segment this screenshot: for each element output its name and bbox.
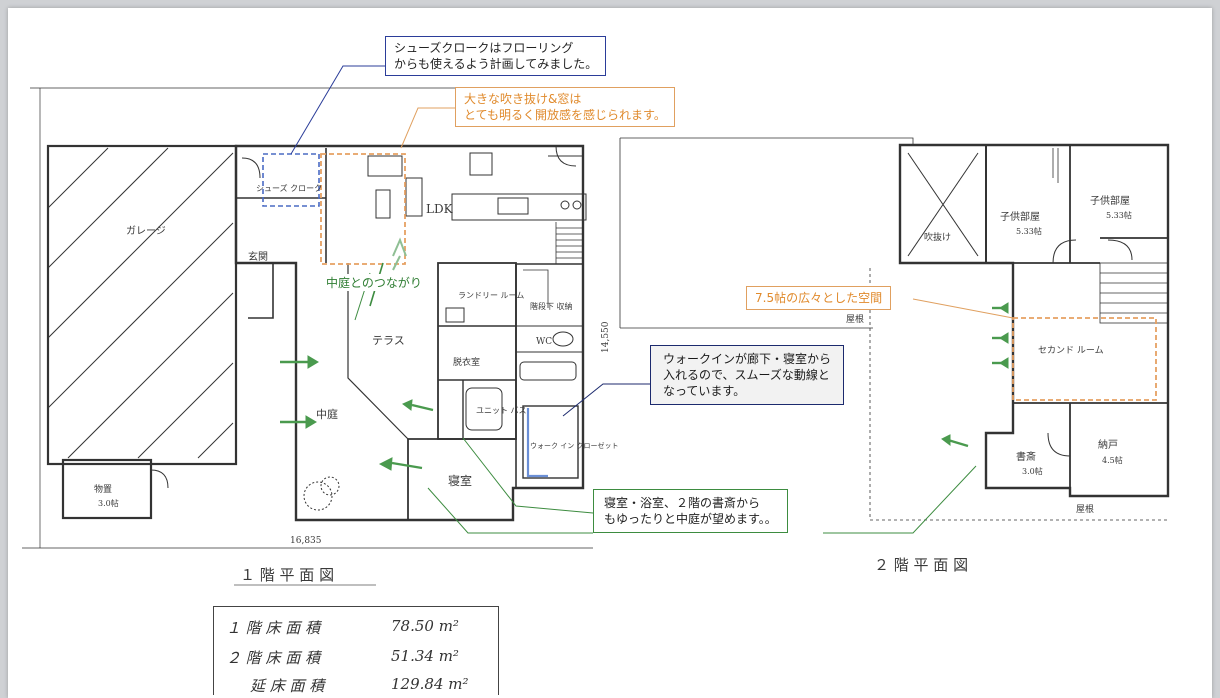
area-label-1f: １ 階 床 面 積 bbox=[226, 619, 321, 637]
floor-plan-drawing: ガレージ シューズ クローク 玄関 LDK ランドリー ルーム 階段下 収納 W… bbox=[22, 65, 1170, 586]
callout-shoes-line1: シューズクロークはフローリング bbox=[394, 41, 574, 55]
area-label-2f: ２ 階 床 面 積 bbox=[226, 649, 321, 667]
kids-room2-label: 子供部屋 bbox=[1090, 194, 1130, 207]
callout-space-text: 7.5帖の広々とした空間 bbox=[755, 291, 883, 305]
area-value-total: 129.84 m² bbox=[391, 675, 469, 693]
callout-atrium-line2: とても明るく開放感を感じられます。 bbox=[464, 108, 666, 122]
callout-view-line2: もゆったりと中庭が望めます。。 bbox=[604, 512, 777, 526]
storage-size-label: 3.0帖 bbox=[98, 498, 119, 508]
drawing-sheet: ガレージ シューズ クローク 玄関 LDK ランドリー ルーム 階段下 収納 W… bbox=[8, 8, 1212, 698]
kids-room1-label: 子供部屋 bbox=[1000, 210, 1040, 223]
floor-area-table: １ 階 床 面 積 78.50 m² ２ 階 床 面 積 51.34 m² 延 … bbox=[213, 606, 499, 695]
courtyard-label: 中庭 bbox=[316, 407, 338, 421]
bedroom-label: 寝室 bbox=[448, 473, 472, 488]
floor2-title: ２ 階 平 面 図 bbox=[874, 556, 968, 574]
terrace-label: テラス bbox=[372, 334, 405, 347]
kids-room2-size: 5.33帖 bbox=[1106, 210, 1132, 220]
callout-walkin: ウォークインが廊下・寝室から 入れるので、スムーズな動線と なっています。 bbox=[650, 345, 845, 405]
garage bbox=[46, 144, 238, 466]
callout-walkin-line3: なっています。 bbox=[663, 384, 746, 398]
floor1-title: １ 階 平 面 図 bbox=[240, 566, 334, 584]
courtyard-link-label: 中庭とのつながり bbox=[324, 274, 424, 291]
roof-label-2: 屋根 bbox=[1076, 503, 1094, 515]
area-label-total: 延 床 面 積 bbox=[250, 677, 325, 695]
kids-room1-size: 5.33帖 bbox=[1016, 226, 1042, 236]
garage-label: ガレージ bbox=[126, 225, 166, 237]
area-row-2f: ２ 階 床 面 積 51.34 m² bbox=[226, 647, 459, 668]
closet-label: 納戸 bbox=[1098, 438, 1118, 451]
closet-size: 4.5帖 bbox=[1102, 455, 1123, 465]
storage-label: 物置 bbox=[94, 483, 112, 495]
callout-courtyard-view: 寝室・浴室、２階の書斎から もゆったりと中庭が望めます。。 bbox=[593, 489, 788, 533]
study-size: 3.0帖 bbox=[1022, 466, 1043, 476]
area-row-1f: １ 階 床 面 積 78.50 m² bbox=[226, 617, 459, 638]
void-label: 吹抜け bbox=[924, 231, 951, 243]
stair-storage-label: 階段下 収納 bbox=[530, 301, 573, 311]
callout-second-room: 7.5帖の広々とした空間 bbox=[746, 286, 892, 310]
shoes-cloak-label: シューズ クローク bbox=[256, 183, 322, 193]
storage-shed bbox=[61, 458, 153, 520]
walkin-closet-label: ウォーク イン クローゼット bbox=[530, 441, 618, 450]
unit-bath-label: ユニット バス bbox=[476, 406, 527, 415]
study-label: 書斎 bbox=[1016, 450, 1036, 463]
callout-atrium-line1: 大きな吹き抜け&窓は bbox=[464, 92, 582, 106]
wc-label: WC bbox=[536, 337, 552, 347]
entrance-label: 玄関 bbox=[248, 250, 268, 263]
area-value-1f: 78.50 m² bbox=[391, 617, 459, 635]
laundry-label: ランドリー ルーム bbox=[458, 291, 524, 300]
callout-walkin-line1: ウォークインが廊下・寝室から bbox=[663, 352, 832, 366]
callout-view-line1: 寝室・浴室、２階の書斎から bbox=[604, 496, 761, 510]
callout-shoes-line2: からも使えるよう計画してみました。 bbox=[394, 57, 598, 71]
width-dimension: 16,835 bbox=[290, 536, 322, 546]
callout-shoes-cloak: シューズクロークはフローリング からも使えるよう計画してみました。 bbox=[385, 36, 607, 76]
area-value-2f: 51.34 m² bbox=[391, 647, 459, 665]
roof-label-1: 屋根 bbox=[846, 313, 864, 325]
second-room-label: セカンド ルーム bbox=[1038, 345, 1104, 356]
depth-dimension: 14,550 bbox=[601, 321, 611, 353]
changing-room-label: 脱衣室 bbox=[453, 356, 480, 368]
callout-walkin-line2: 入れるので、スムーズな動線と bbox=[663, 368, 830, 382]
callout-atrium: 大きな吹き抜け&窓は とても明るく開放感を感じられます。 bbox=[455, 87, 675, 127]
ldk-label: LDK bbox=[426, 202, 454, 216]
